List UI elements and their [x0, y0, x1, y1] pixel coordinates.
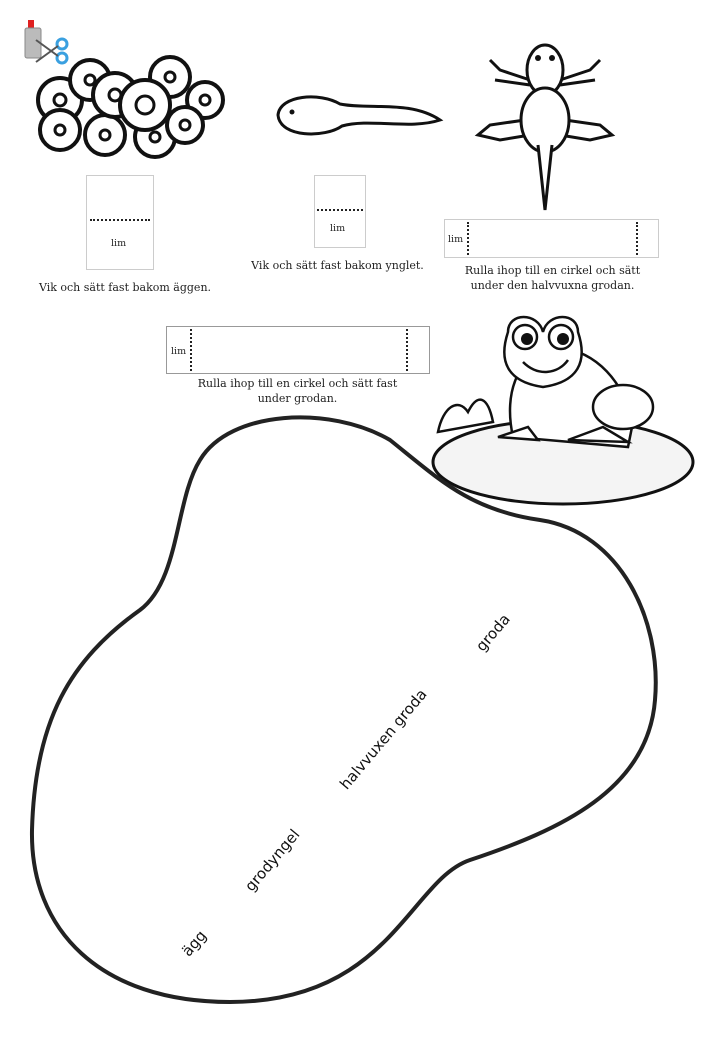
fold-line	[467, 222, 469, 255]
glue-scissors-icon	[24, 20, 69, 65]
tadpole-instruction: Vik och sätt fast bakom ynglet.	[251, 259, 424, 272]
froglet-illustration	[474, 43, 616, 211]
froglet-instruction: Rulla ihop till en cirkel och sätt under…	[445, 263, 660, 293]
glue-label: lim	[330, 223, 346, 234]
glue-label: lim	[171, 346, 187, 357]
glue-strip-frog: lim	[166, 326, 430, 374]
glue-label: lim	[448, 234, 464, 245]
instruction-line: under grodan.	[257, 392, 338, 405]
glue-tab-eggs: lim	[86, 175, 154, 270]
fold-line	[406, 329, 408, 371]
fold-line	[90, 219, 150, 221]
frog-eggs-illustration	[36, 55, 225, 159]
instruction-line: under den halvvuxna grodan.	[470, 279, 635, 292]
tadpole-illustration	[276, 95, 444, 136]
glue-strip-froglet: lim	[444, 219, 659, 258]
fold-line	[190, 329, 192, 371]
frog-instruction: Rulla ihop till en cirkel och sätt fast …	[190, 376, 405, 406]
frog-on-lilypad-illustration	[431, 315, 695, 506]
eggs-instruction: Vik och sätt fast bakom äggen.	[38, 281, 212, 294]
fold-line	[636, 222, 638, 255]
fold-line	[317, 209, 363, 211]
glue-tab-tadpole: lim	[314, 175, 366, 248]
instruction-line: Rulla ihop till en cirkel och sätt fast	[197, 377, 398, 390]
instruction-line: Rulla ihop till en cirkel och sätt	[464, 264, 641, 277]
glue-label: lim	[111, 238, 127, 249]
